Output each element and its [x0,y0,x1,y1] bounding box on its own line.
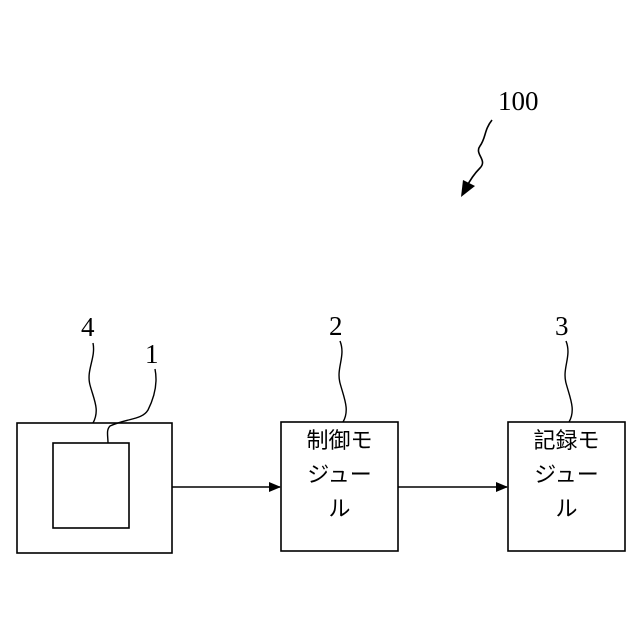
recording-module-label: 記録モ ジュー ル [508,425,625,527]
system-ref-label: 100 [498,88,539,115]
inner-block [53,443,129,528]
control-module-label: 制御モ ジュー ル [281,425,398,527]
ref-label-2: 2 [329,313,343,340]
system-leader-line [466,120,492,188]
ref-label-4: 4 [81,314,95,341]
ref-label-3: 3 [555,313,569,340]
ref-label-1: 1 [145,341,159,368]
leader-line-1 [108,369,157,443]
system-leader-arrowhead [461,180,475,197]
leader-line-2 [339,341,346,422]
leader-line-3 [565,341,572,422]
leader-line-4 [89,343,96,423]
